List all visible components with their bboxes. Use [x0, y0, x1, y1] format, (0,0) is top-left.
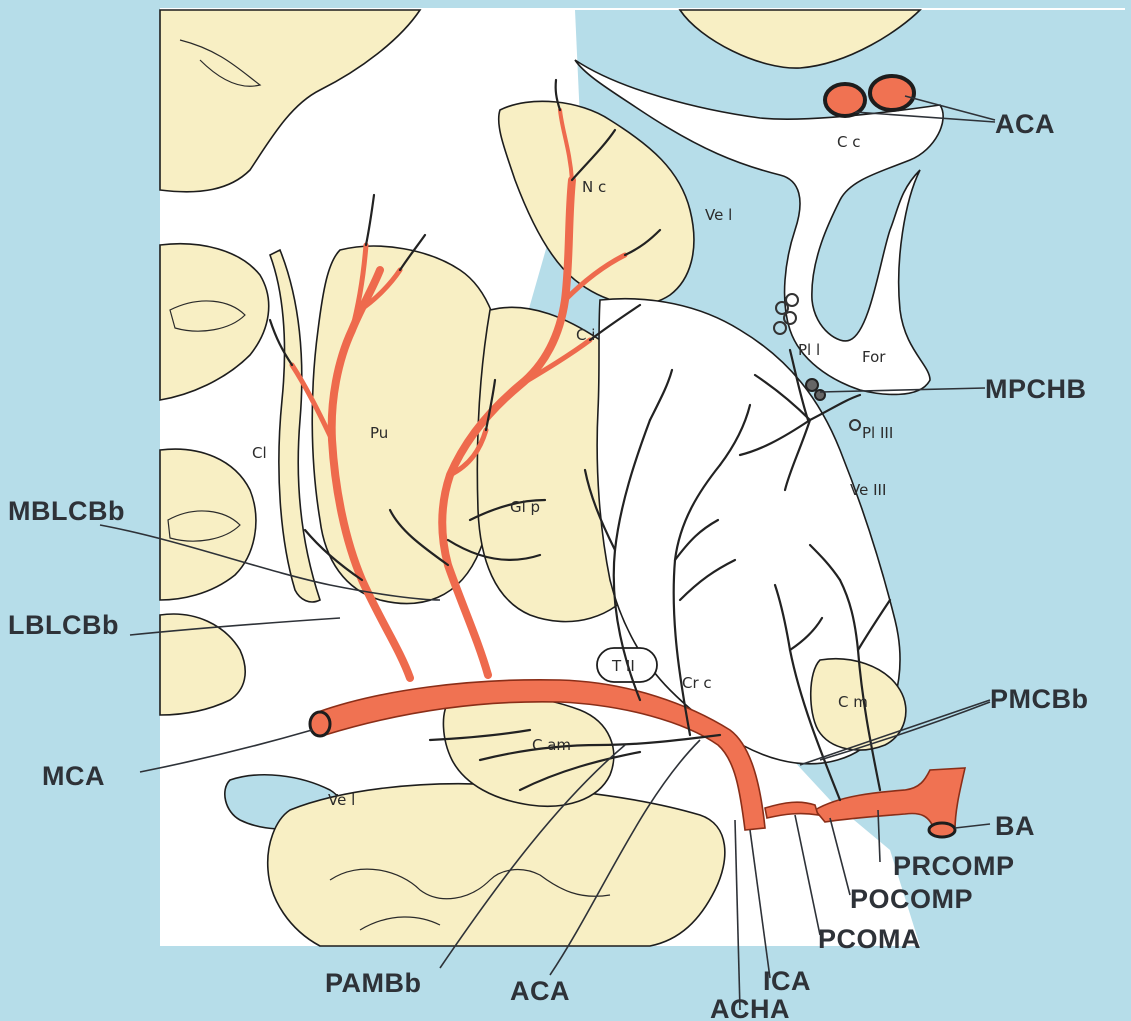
structure-pu: Pu	[370, 424, 388, 442]
structure-gl-p: Gl p	[510, 498, 540, 516]
structure-c-m: C m	[838, 693, 868, 711]
label-mca: MCA	[42, 761, 105, 791]
label-lblcbb: LBLCBb	[8, 610, 119, 640]
label-acha: ACHA	[710, 994, 790, 1021]
structure-cr-c: Cr c	[682, 674, 712, 692]
label-mblcbb: MBLCBb	[8, 496, 125, 526]
structure-pl-iii: Pl III	[862, 424, 893, 442]
label-ica: ICA	[763, 966, 811, 996]
aca-section-right	[870, 76, 914, 110]
label-ba: BA	[995, 811, 1035, 841]
structure-cc: C c	[837, 133, 861, 151]
structure-ve-l-bottom: Ve l	[328, 791, 355, 809]
aca-section-left	[825, 84, 865, 116]
basilar-cut-end	[929, 823, 955, 837]
structure-ve-l-top: Ve l	[705, 206, 732, 224]
label-pocomp: POCOMP	[850, 884, 973, 914]
structure-c-am: C am	[532, 736, 571, 754]
label-aca-bottom: ACA	[510, 976, 570, 1006]
label-pcoma: PCOMA	[818, 924, 921, 954]
structure-ve-iii: Ve III	[850, 481, 886, 499]
label-pmcbb: PMCBb	[990, 684, 1089, 714]
label-prcomp: PRCOMP	[893, 851, 1015, 881]
mca-cut-end	[310, 712, 330, 736]
label-pambb: PAMBb	[325, 968, 422, 998]
structure-t-ii: T II	[611, 657, 635, 675]
structure-ci: C i	[576, 326, 595, 344]
structure-cl: Cl	[252, 444, 267, 462]
structure-for: For	[862, 348, 886, 366]
structure-pl-l: Pl l	[798, 341, 820, 359]
label-mpchb: MPCHB	[985, 374, 1087, 404]
structure-nc: N c	[582, 178, 606, 196]
label-aca-top: ACA	[995, 109, 1055, 139]
